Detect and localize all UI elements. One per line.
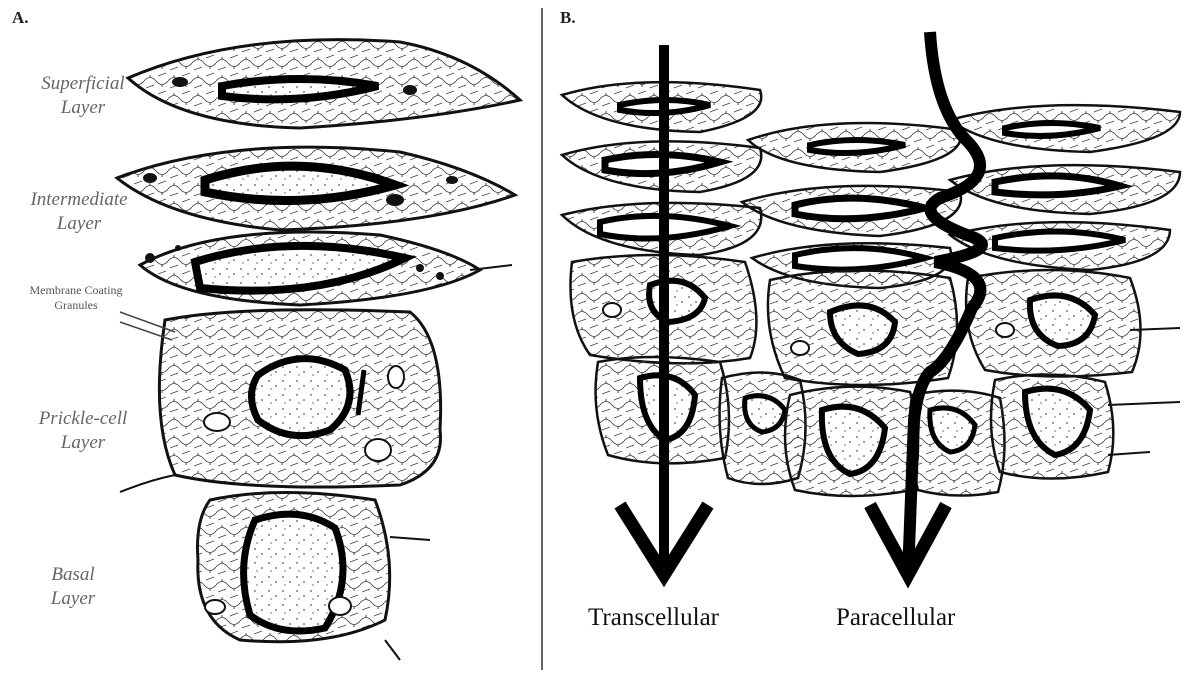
paracellular-label: Paracellular: [836, 604, 955, 632]
granules-label-line2: Granules: [54, 298, 97, 312]
prickle-cell: [120, 310, 441, 492]
panel-b-diagram: [562, 32, 1180, 575]
prickle-label-line2: Layer: [61, 432, 105, 453]
intermediate-cell-2: [140, 232, 512, 305]
intermediate-label-line1: Intermediate: [30, 189, 127, 210]
panel-a-diagram: [117, 40, 520, 660]
transcellular-label: Transcellular: [588, 604, 719, 632]
intermediate-cell-1: [117, 147, 515, 230]
basal-label-line1: Basal: [51, 564, 94, 585]
intermediate-nucleus-1: [205, 166, 395, 200]
intermediate-layer-label: Intermediate Layer: [4, 188, 154, 236]
intermediate-label-line2: Layer: [57, 213, 101, 234]
superficial-label-line1: Superficial: [41, 73, 124, 94]
basal-layer-label: Basal Layer: [8, 563, 138, 611]
prickle-layer-label: Prickle-cell Layer: [8, 407, 158, 455]
granules-label: Membrane Coating Granules: [6, 283, 146, 313]
granules-label-line1: Membrane Coating: [30, 283, 123, 297]
basal-nucleus: [244, 514, 343, 631]
basal-label-line2: Layer: [51, 588, 95, 609]
superficial-label-line2: Layer: [61, 97, 105, 118]
superficial-layer-label: Superficial Layer: [8, 72, 158, 120]
basal-cell: [198, 493, 431, 661]
prickle-label-line1: Prickle-cell: [39, 408, 128, 429]
panel-b-letter: B.: [560, 8, 576, 28]
superficial-cell: [128, 40, 520, 128]
panel-divider: [541, 8, 543, 670]
panel-a-letter: A.: [12, 8, 29, 28]
prickle-nucleus: [252, 359, 351, 436]
